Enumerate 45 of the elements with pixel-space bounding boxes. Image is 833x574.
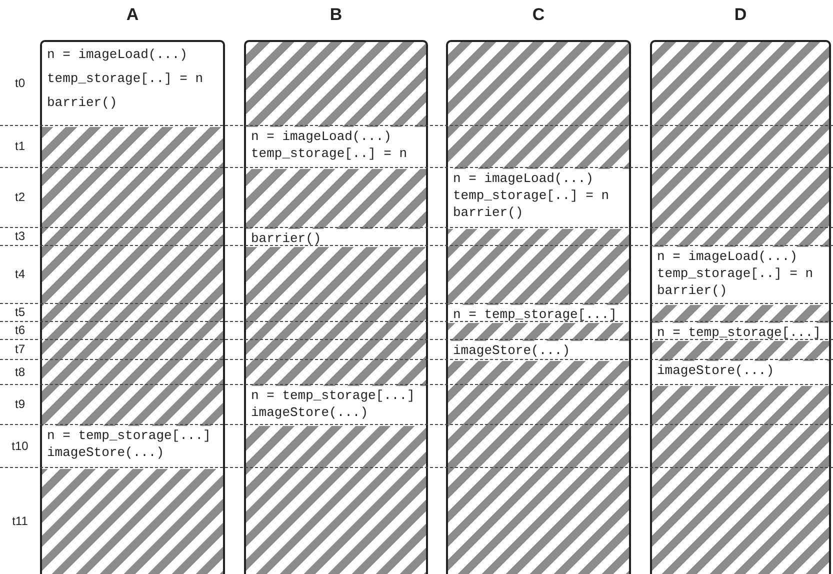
code-line: n = imageLoad(...) xyxy=(47,46,188,63)
code-line: n = imageLoad(...) xyxy=(453,170,594,187)
code-block xyxy=(246,229,426,247)
code-block xyxy=(42,42,223,127)
code-line: imageStore(...) xyxy=(251,404,368,421)
time-step-label: t8 xyxy=(14,364,26,378)
column-heading: C xyxy=(532,4,545,26)
time-step-label: t11 xyxy=(11,514,29,528)
code-line: imageStore(...) xyxy=(47,444,164,461)
code-line: temp_storage[..] = n xyxy=(657,265,814,282)
code-line: n = temp_storage[...] xyxy=(453,306,617,323)
code-line: n = temp_storage[...] xyxy=(657,324,821,341)
column-heading: B xyxy=(330,4,342,26)
column-heading: D xyxy=(734,4,747,26)
time-step-label: t5 xyxy=(14,305,26,319)
time-step-label: t6 xyxy=(14,323,26,337)
code-block xyxy=(246,386,426,426)
time-step-label: t9 xyxy=(14,397,26,411)
time-step-label: t1 xyxy=(14,139,26,153)
time-step-label: t7 xyxy=(14,342,26,356)
time-step-label: t10 xyxy=(10,438,30,452)
code-line: barrier() xyxy=(251,230,322,247)
time-step-label: t4 xyxy=(14,267,26,281)
code-line: n = temp_storage[...] xyxy=(47,427,211,444)
code-line: n = imageLoad(...) xyxy=(657,248,798,265)
code-line: temp_storage[..] = n xyxy=(453,187,610,204)
code-line: barrier() xyxy=(657,282,728,299)
code-line: barrier() xyxy=(47,94,118,111)
code-line: barrier() xyxy=(453,204,524,221)
code-block xyxy=(448,169,629,229)
code-line: n = imageLoad(...) xyxy=(251,128,392,145)
column-heading: A xyxy=(126,4,139,26)
code-block xyxy=(246,127,426,169)
time-step-label: t2 xyxy=(14,190,26,204)
time-step-label: t0 xyxy=(14,76,26,90)
code-line: imageStore(...) xyxy=(453,342,570,359)
code-line: temp_storage[..] = n xyxy=(47,70,204,87)
code-block xyxy=(448,341,629,361)
code-line: imageStore(...) xyxy=(657,362,774,379)
time-step-label: t3 xyxy=(14,229,26,243)
code-line: n = temp_storage[...] xyxy=(251,387,415,404)
code-block xyxy=(652,361,829,386)
code-line: temp_storage[..] = n xyxy=(251,145,408,162)
code-block xyxy=(652,247,829,305)
code-block xyxy=(42,426,223,469)
